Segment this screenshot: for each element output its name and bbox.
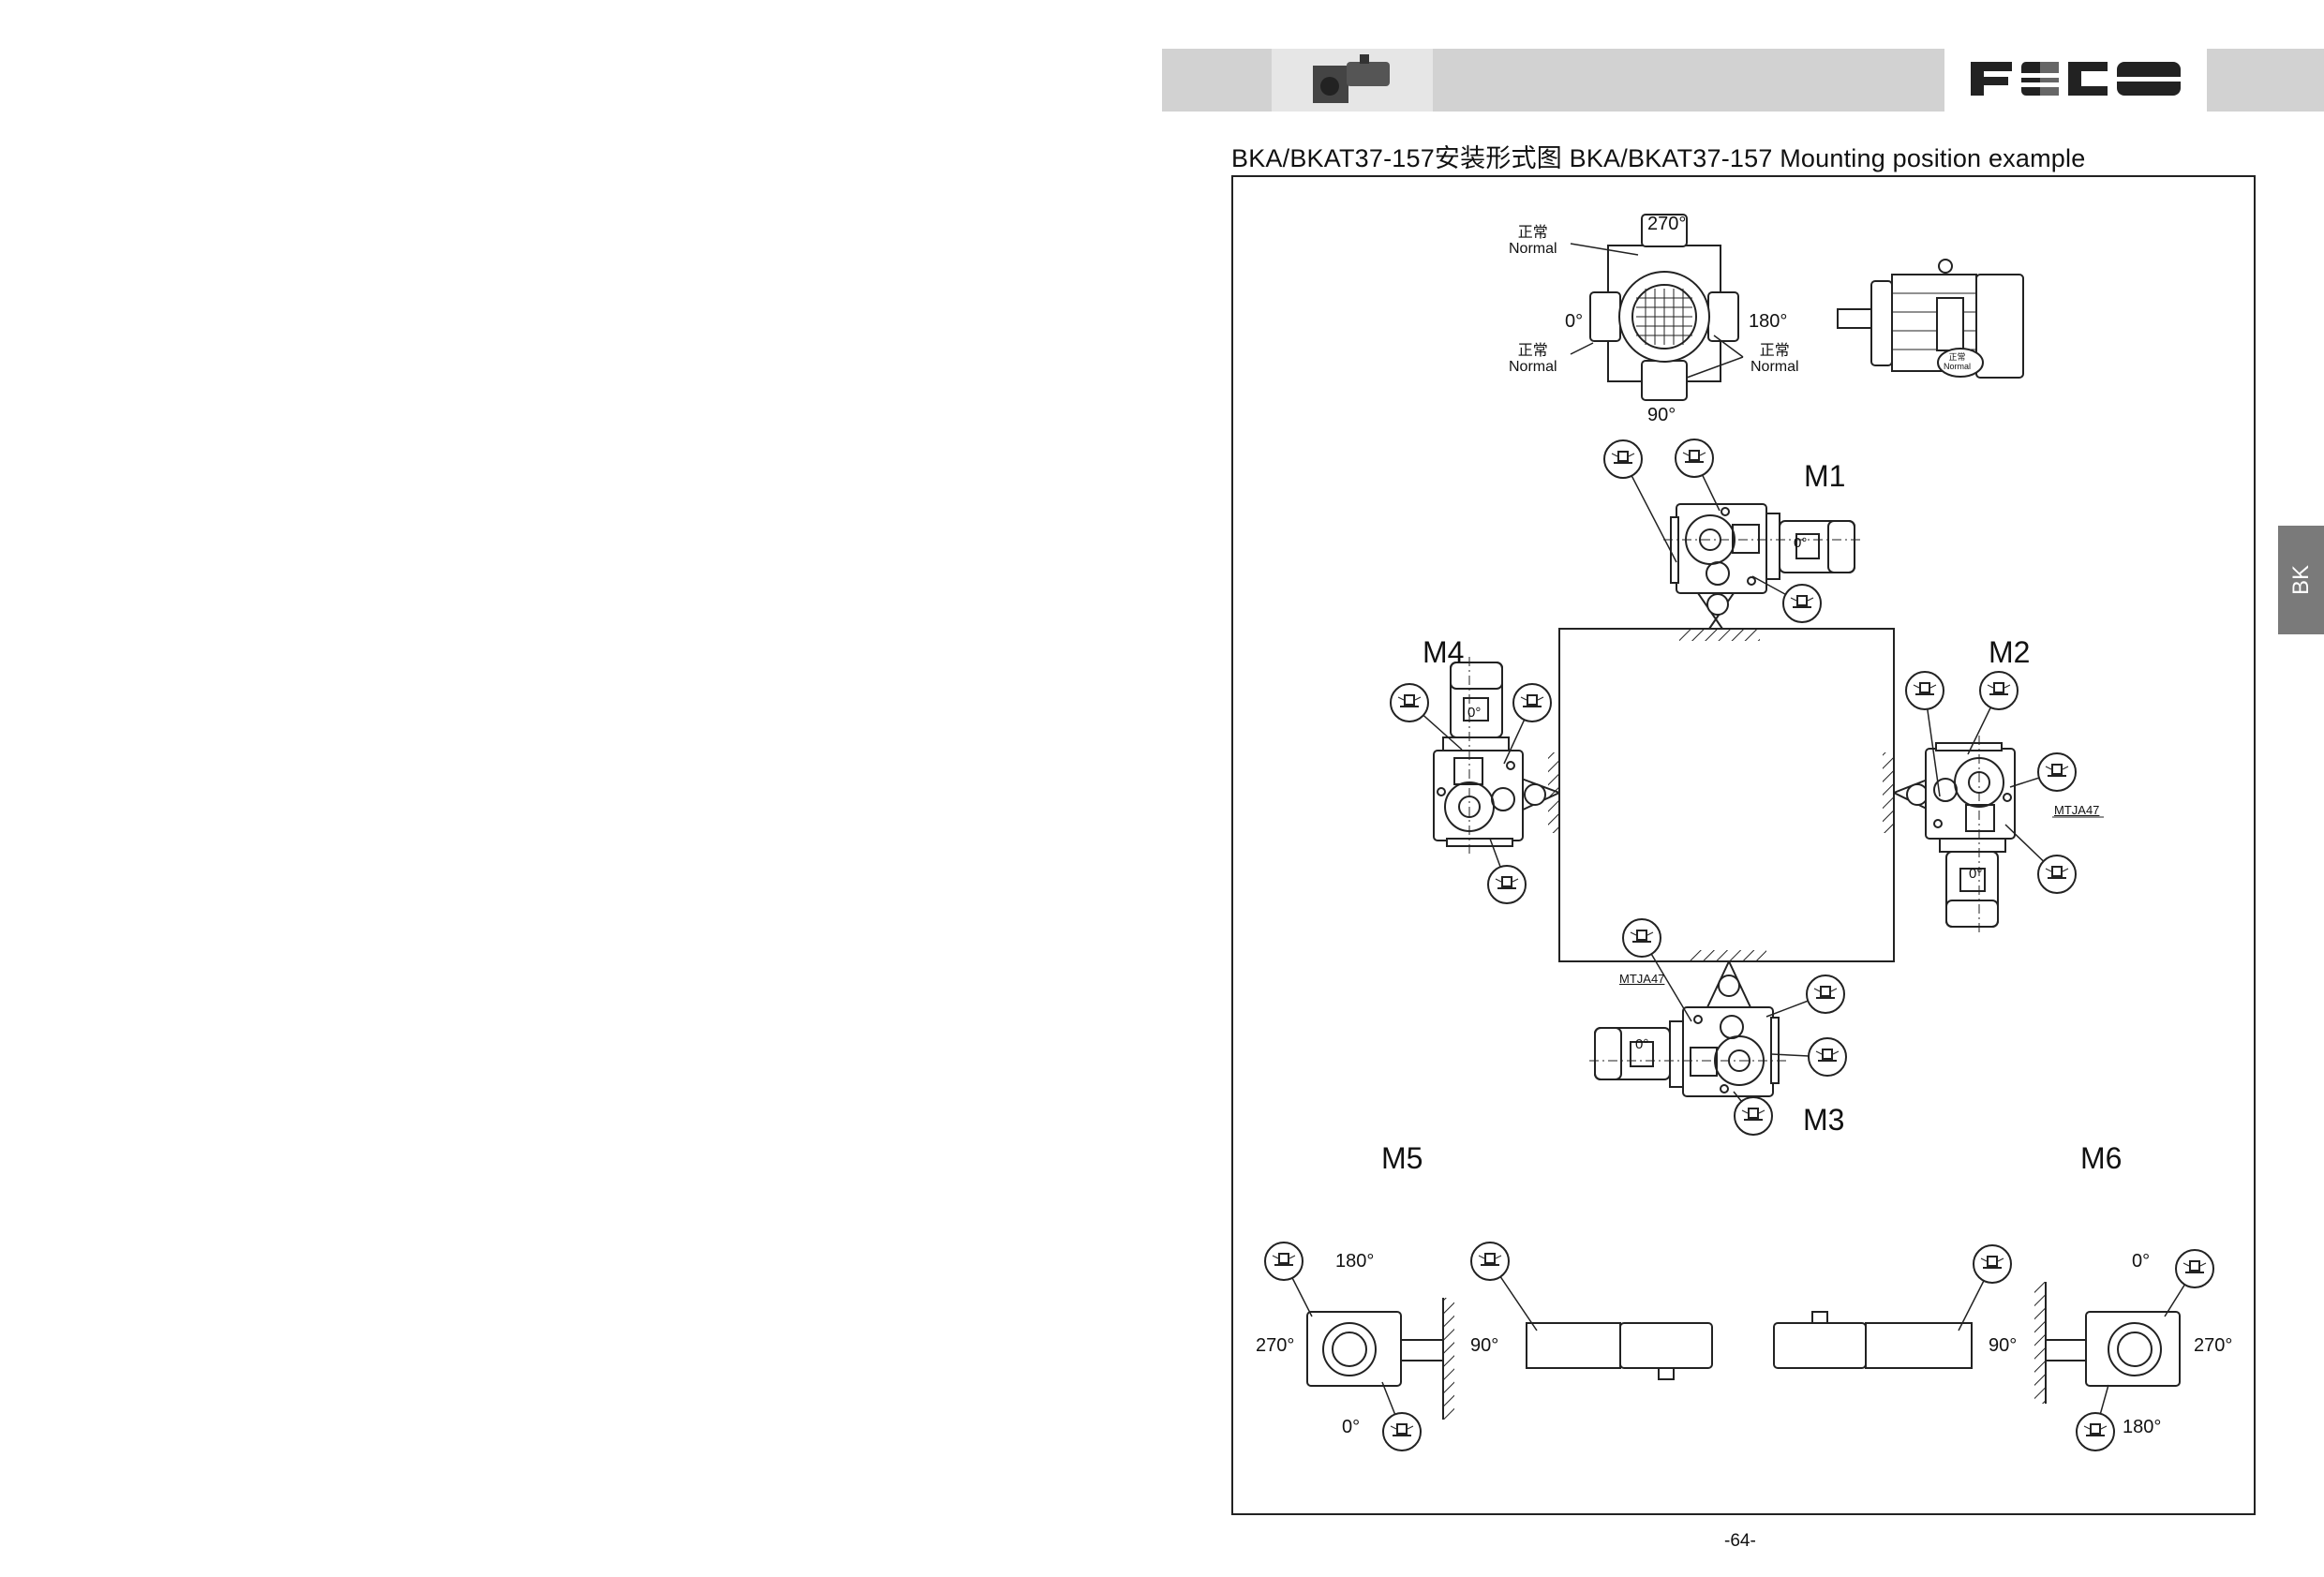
m2-motor-label: 0° xyxy=(1969,866,1983,882)
page-title: BKA/BKAT37-157安装形式图 BKA/BKAT37-157 Mount… xyxy=(1231,144,2086,172)
angle-270: 270° xyxy=(1647,214,1687,234)
mounting-base-square xyxy=(1558,628,1895,962)
m6-angle-top: 0° xyxy=(2132,1251,2151,1272)
m6-angle-side: 90° xyxy=(1989,1335,2018,1356)
section-tab-bk[interactable]: BK xyxy=(2278,526,2324,634)
position-label-m4: M4 xyxy=(1423,635,1465,669)
angle-0: 0° xyxy=(1565,311,1584,332)
m5-angle-left: 270° xyxy=(1256,1335,1295,1356)
m1-gear-unit xyxy=(1603,439,1865,641)
m5-angle-side: 90° xyxy=(1470,1335,1499,1356)
m1-motor-label: 0° xyxy=(1794,535,1808,551)
m4-gear-unit xyxy=(1390,652,1560,904)
product-thumbnail xyxy=(1272,49,1433,112)
reference-end-view xyxy=(1570,214,1744,401)
m6-angle-right: 270° xyxy=(2194,1335,2233,1356)
angle-180: 180° xyxy=(1749,311,1788,332)
position-label-m6: M6 xyxy=(2080,1141,2123,1175)
angle-90: 90° xyxy=(1647,405,1676,425)
m3-note: MTJA47 xyxy=(1619,972,1665,986)
m6-angle-bottom: 180° xyxy=(2123,1417,2162,1437)
m6-gear-unit xyxy=(1773,1244,2214,1451)
m4-motor-label: 0° xyxy=(1467,705,1482,721)
header-bar-right xyxy=(2207,49,2324,112)
feco-logo xyxy=(1971,60,2182,102)
position-label-m2: M2 xyxy=(1989,635,2031,669)
position-label-m3: M3 xyxy=(1803,1103,1845,1137)
m3-gear-unit xyxy=(1585,918,1847,1136)
m2-note: MTJA47 xyxy=(2054,803,2100,817)
position-label-m5: M5 xyxy=(1381,1141,1423,1175)
diagram-frame xyxy=(1231,175,2256,1515)
m2-gear-unit xyxy=(1883,671,2104,937)
reference-motor-side-view xyxy=(1837,259,2024,379)
position-label-m1: M1 xyxy=(1804,459,1846,493)
m3-motor-label: 0° xyxy=(1635,1036,1649,1052)
m5-angle-top: 180° xyxy=(1335,1251,1375,1272)
m5-gear-unit xyxy=(1264,1242,1713,1451)
m5-angle-bottom: 0° xyxy=(1342,1417,1361,1437)
gear-motor-icon xyxy=(1313,54,1390,103)
page-number: -64- xyxy=(1724,1531,1756,1551)
